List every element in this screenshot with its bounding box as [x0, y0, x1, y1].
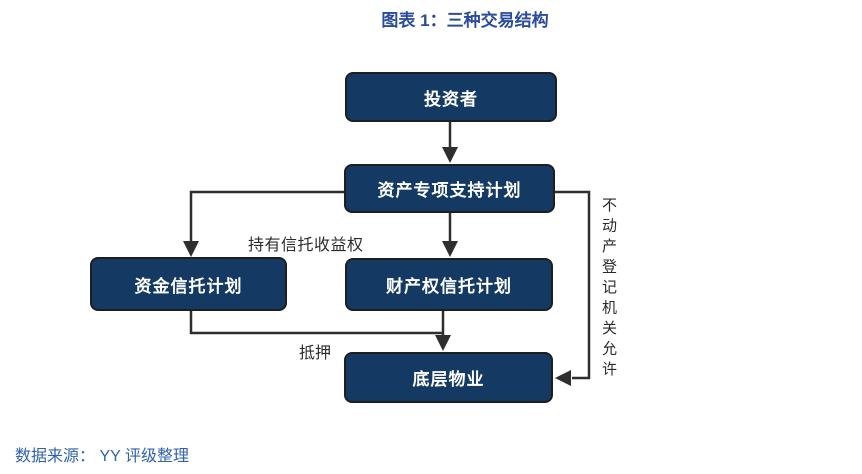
node-property-right-trust-plan: 财产权信托计划	[345, 258, 553, 311]
edge-property-trust-to-underlying	[435, 311, 451, 351]
figure-title: 图表 1：三种交易结构	[381, 11, 549, 30]
data-source-note: 数据来源： YY 评级整理	[15, 448, 189, 465]
node-property-right-trust-plan-label: 财产权信托计划	[386, 277, 512, 296]
edge-absp-to-underlying-registration	[555, 190, 591, 386]
edge-label-hold-trust-benefit: 持有信托收益权	[248, 237, 364, 254]
node-asset-special-support-plan-label: 资产专项支持计划	[377, 181, 522, 200]
node-asset-special-support-plan: 资产专项支持计划	[344, 164, 555, 213]
node-underlying-property-label: 底层物业	[412, 370, 485, 389]
edge-fund-trust-to-underlying	[189, 311, 443, 335]
edge-absp-to-fund-trust	[183, 190, 345, 257]
node-investor: 投资者	[345, 72, 557, 122]
edge-label-registration-permit: 不动产登记机关允许	[600, 197, 617, 382]
node-investor-label: 投资者	[424, 89, 478, 109]
edge-absp-to-property-trust	[442, 213, 458, 257]
edge-label-mortgage: 抵押	[299, 345, 332, 362]
node-underlying-property: 底层物业	[344, 352, 553, 403]
node-fund-trust-plan: 资金信托计划	[90, 257, 287, 311]
node-fund-trust-plan-label: 资金信托计划	[134, 276, 243, 296]
edge-investor-to-absp	[442, 122, 458, 163]
